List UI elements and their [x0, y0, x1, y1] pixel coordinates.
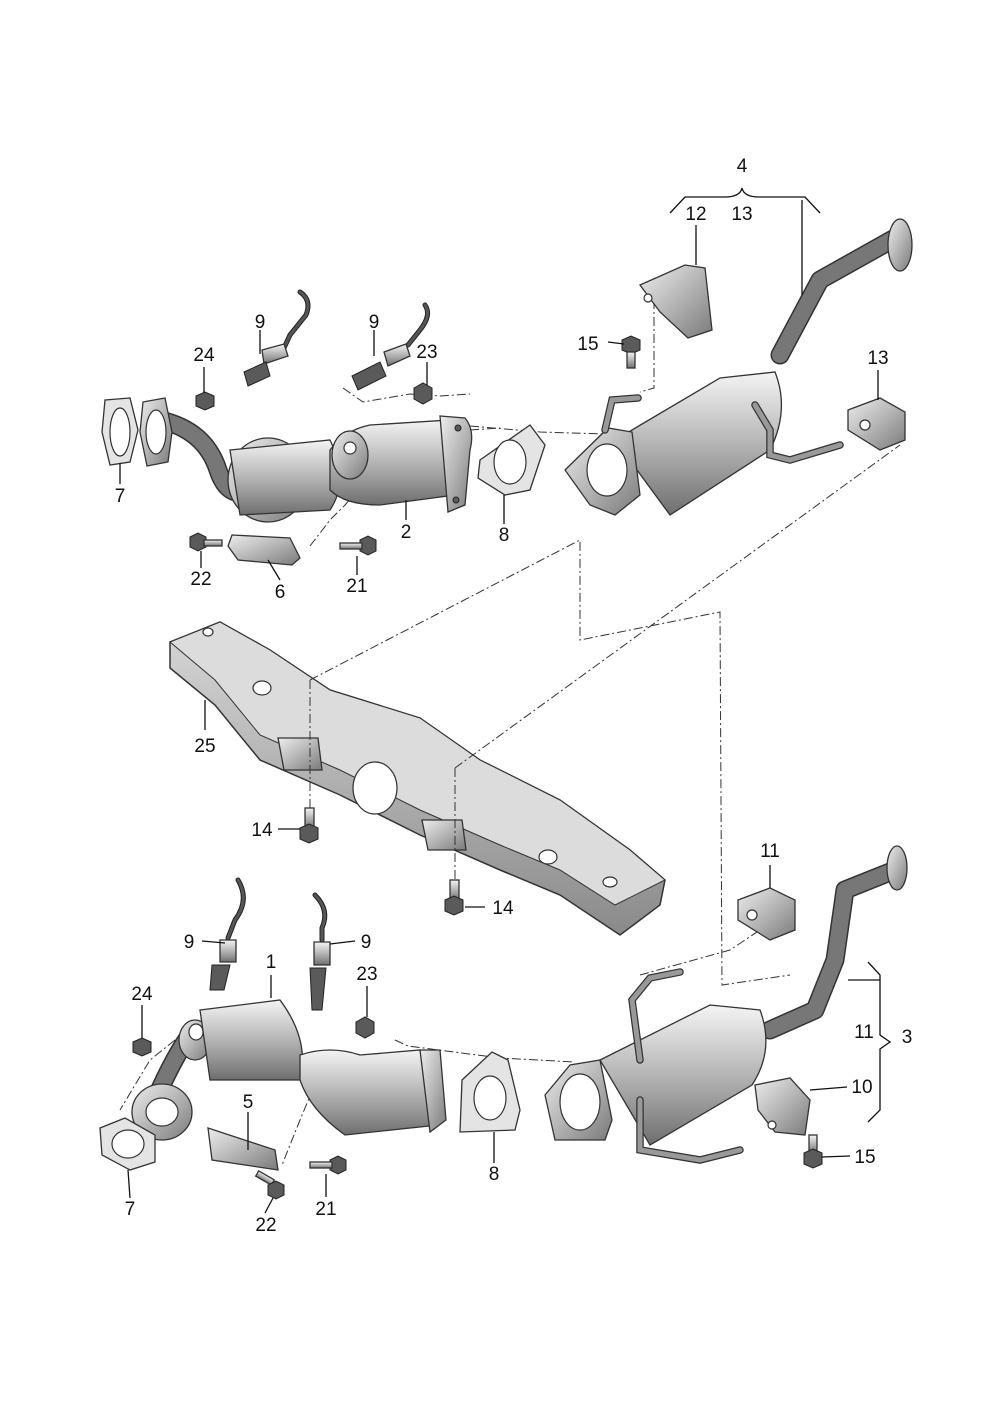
nut-23-bottom	[355, 1016, 375, 1039]
crossmember-25	[169, 621, 666, 936]
callout-9-top-right: 9	[369, 312, 380, 333]
bracket-10	[754, 1077, 811, 1136]
callout-12: 12	[685, 204, 706, 225]
bracket-5	[207, 1127, 279, 1171]
callout-1: 1	[266, 952, 277, 973]
bolt-15-bottom	[803, 1134, 823, 1169]
bottom-exhaust-assembly	[99, 845, 908, 1200]
group-bracket-4	[669, 187, 821, 295]
bolt-22-bottom	[254, 1170, 285, 1200]
callout-21-bottom: 21	[315, 1199, 336, 1220]
callout-25: 25	[194, 736, 215, 757]
callout-7-top: 7	[115, 486, 126, 507]
oxygen-sensor-9-top-left	[261, 343, 289, 365]
callout-7-bottom: 7	[125, 1199, 136, 1220]
bolt-15-top	[621, 335, 641, 369]
bracket-6	[227, 534, 301, 566]
callout-3: 3	[902, 1027, 913, 1048]
catalytic-converter-1	[199, 999, 304, 1081]
top-exhaust-assembly	[101, 218, 913, 566]
callout-14-left: 14	[251, 820, 273, 841]
callout-6: 6	[275, 582, 286, 603]
callout-14-right: 14	[492, 898, 514, 919]
nut-23-top	[413, 382, 433, 405]
callout-9-bottom-right: 9	[361, 932, 372, 953]
callout-9-bottom-left: 9	[184, 932, 195, 953]
bolt-14-right	[444, 879, 464, 916]
callout-8-top: 8	[499, 525, 510, 546]
mount-13	[847, 397, 906, 451]
bolt-21-bottom	[309, 1155, 347, 1175]
bracket-12	[638, 264, 713, 339]
leader-lines	[119, 225, 879, 1214]
callout-15-top: 15	[577, 334, 598, 355]
callout-22-bottom: 22	[255, 1215, 276, 1236]
callout-11-mount: 11	[760, 841, 780, 862]
callout-15-bottom: 15	[854, 1147, 875, 1168]
group-bracket-3	[848, 961, 892, 1123]
callout-labels: 4 12 13 9 9 15 24 23 13 7 2 8 22 6 21 25…	[115, 156, 913, 1236]
callout-24-bottom: 24	[131, 984, 153, 1005]
callout-9-top-left: 9	[255, 312, 266, 333]
callout-2: 2	[401, 522, 412, 543]
callout-22-top: 22	[190, 569, 211, 590]
oxygen-sensor-9-bottom-left	[219, 939, 237, 963]
bolt-21-top	[339, 535, 377, 556]
nut-24-bottom	[132, 1037, 152, 1057]
bolt-22-top	[189, 532, 223, 552]
callout-13-mount: 13	[867, 348, 888, 369]
callout-23-bottom: 23	[356, 964, 377, 985]
callout-23-top: 23	[416, 342, 437, 363]
callout-10: 10	[851, 1077, 872, 1098]
callout-4: 4	[737, 156, 748, 177]
callout-11-bracket: 11	[854, 1022, 874, 1043]
callout-24-top: 24	[193, 345, 215, 366]
callout-21-top: 21	[346, 576, 367, 597]
oxygen-sensor-9-top-right	[383, 343, 411, 367]
callout-8-bottom: 8	[489, 1164, 500, 1185]
bolt-14-left	[299, 807, 319, 844]
callout-5: 5	[243, 1092, 254, 1113]
rear-cat-3	[599, 1004, 767, 1146]
nut-24-top	[195, 391, 215, 411]
callout-13-bracket: 13	[731, 204, 752, 225]
oxygen-sensor-9-bottom-right	[313, 941, 331, 966]
